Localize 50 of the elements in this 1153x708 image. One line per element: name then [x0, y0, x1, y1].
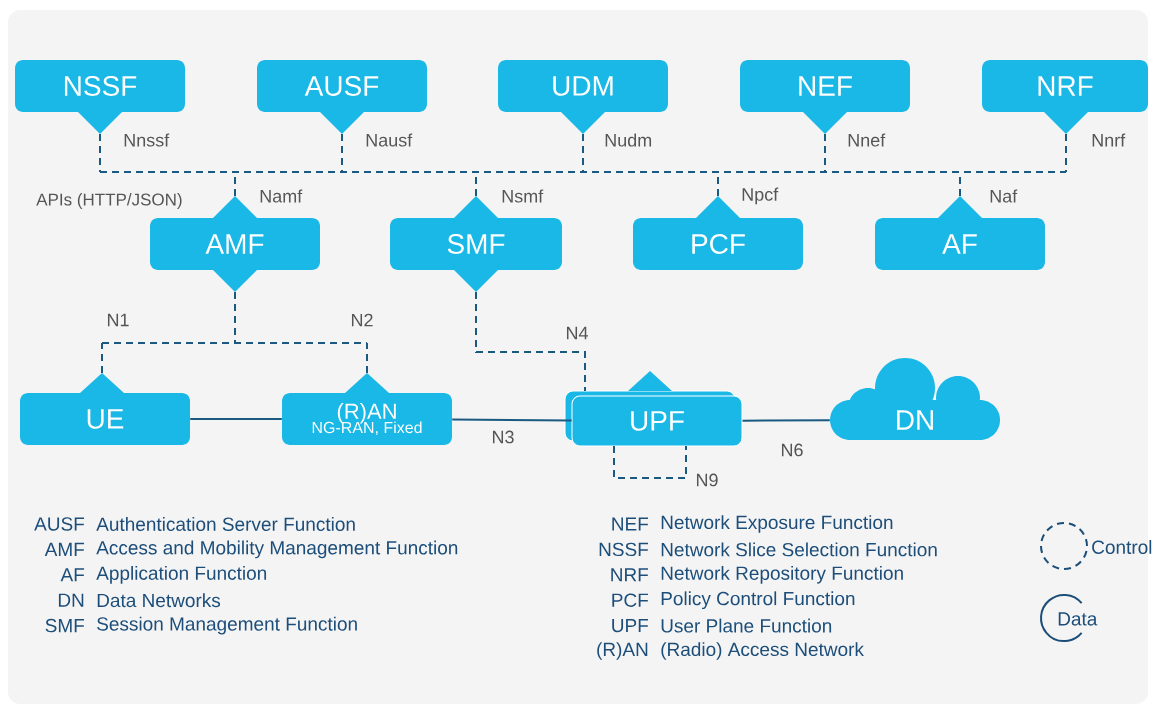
abbreviation-text: AF [60, 568, 85, 582]
abbreviation-text: NSSF [599, 542, 649, 557]
definition-text: Data Networks [97, 593, 221, 608]
connector [451, 418, 573, 422]
function-box: UPF [564, 371, 743, 447]
abbreviation-text: UPF [612, 618, 649, 633]
abbreviation-text: PCF [612, 593, 649, 607]
interface-label: Nnssf [124, 133, 170, 147]
definition-text: Network Slice Selection Function [661, 542, 937, 557]
definition-text: Network Exposure Function [661, 515, 893, 533]
edge-label: N9 [697, 473, 718, 487]
interface-label: Nnef [848, 133, 886, 147]
definition-text: Access and Mobility Management Function [96, 540, 458, 559]
abbreviation-text: (R)AN [597, 642, 648, 660]
edge-label: N4 [567, 326, 588, 340]
interface-label: Nausf [366, 133, 413, 147]
definition-text: Network Repository Function [661, 565, 903, 584]
function-box: NSSF [15, 60, 185, 134]
abbreviation-text: NRF [611, 568, 649, 582]
connector [101, 291, 368, 374]
function-box: UE [20, 373, 190, 445]
function-box: NEF [740, 60, 910, 134]
definition-text: Policy Control Function [661, 591, 855, 610]
edge-label: N1 [108, 313, 129, 327]
definition-text: Application Function [96, 565, 267, 584]
abbreviation-text: SMF [45, 618, 85, 633]
abbreviation-text: AMF [44, 542, 85, 556]
abbreviation-text: NEF [612, 517, 649, 531]
edge-label: N6 [782, 443, 803, 457]
connector [189, 418, 283, 420]
function-box: (R)AN NG-RAN, Fixed [282, 373, 452, 445]
edge-label: N2 [352, 313, 373, 327]
abbreviation-text: AUSF [34, 517, 85, 531]
function-box: NRF [982, 60, 1148, 134]
connector [99, 133, 1067, 197]
legend-label: Control [1092, 540, 1152, 554]
interface-label: Nnrf [1092, 133, 1126, 147]
function-box: AUSF [257, 60, 427, 134]
legend-label: Data [1058, 612, 1098, 626]
definition-text: Authentication Server Function [96, 517, 355, 531]
definition-text: (Radio) Access Network [661, 642, 864, 660]
function-box: UDM [498, 60, 668, 134]
definition-text: Session Management Function [97, 616, 357, 635]
connector [613, 445, 687, 479]
edge-label: N3 [493, 430, 514, 444]
connector [475, 291, 586, 392]
connector [741, 419, 831, 422]
abbreviation-text: DN [58, 593, 84, 607]
interface-label: Nudm [605, 133, 652, 147]
definition-text: User Plane Function [661, 618, 832, 633]
